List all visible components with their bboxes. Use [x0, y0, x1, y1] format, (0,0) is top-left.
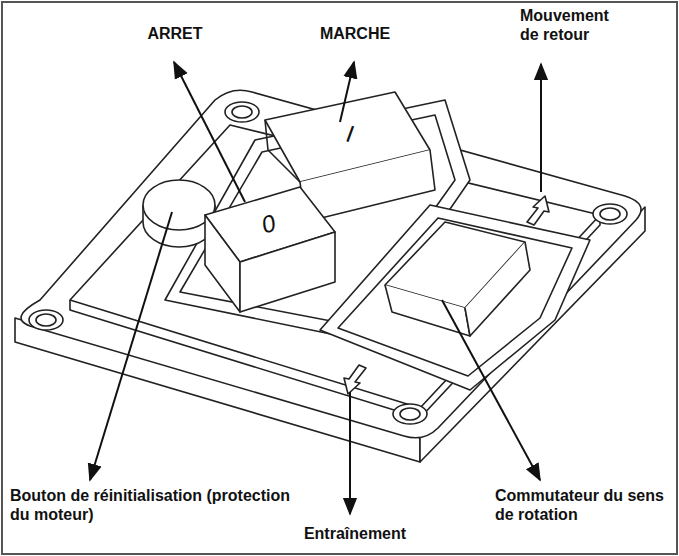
part-label: MARCHE — [310, 24, 400, 43]
leader-line — [174, 62, 245, 202]
part-label: ARRET — [130, 24, 220, 43]
marche-rocker-edge — [265, 120, 300, 182]
leader-line — [349, 392, 351, 514]
part-label: Mouvement de retour — [520, 6, 630, 44]
direction-arrow — [344, 365, 366, 394]
mount-hole — [29, 310, 63, 330]
leader-line — [540, 64, 542, 192]
mount-hole — [600, 208, 620, 220]
mount-hole — [232, 106, 252, 118]
mount-hole — [36, 314, 56, 326]
leader-line — [442, 300, 540, 480]
arret-button-side — [205, 215, 240, 312]
part-label: Entraînement — [295, 524, 415, 543]
part-label: Bouton de réinitialisation (protection d… — [10, 486, 290, 524]
marche-rocker-side — [300, 150, 435, 222]
direction-rocker-side — [465, 242, 530, 336]
leader-line — [90, 212, 172, 480]
mount-hole — [593, 204, 627, 224]
direction-housing — [320, 205, 590, 390]
part-label: Commutateur du sens de rotation — [495, 486, 675, 524]
direction-housing-inner — [338, 218, 572, 376]
direction-arrow — [527, 196, 549, 225]
mount-hole — [225, 102, 259, 122]
mount-hole — [400, 408, 420, 420]
mount-hole — [393, 404, 427, 424]
leader-line — [340, 62, 354, 122]
arret-button-side — [240, 232, 335, 312]
base-plate — [21, 90, 641, 438]
